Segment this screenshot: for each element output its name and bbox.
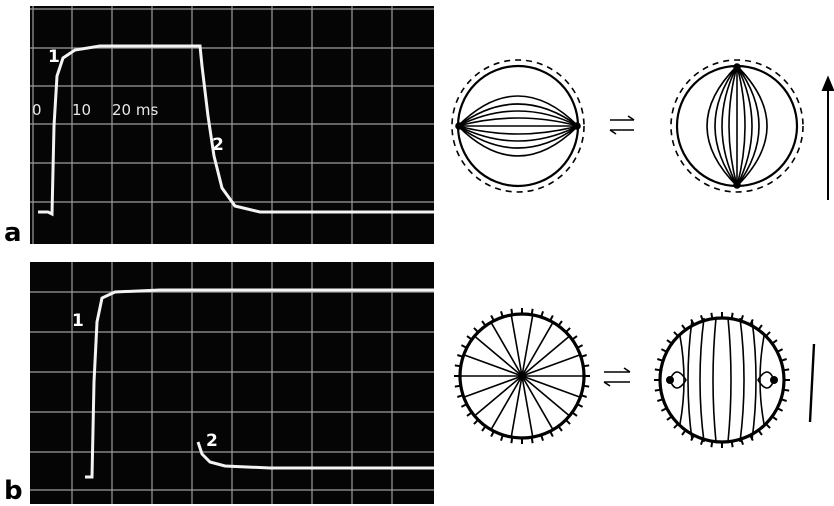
trace-label-2-b: 2 [206,431,218,451]
scope-grid-a [30,6,434,244]
radial-line [464,376,522,397]
droplet-b-right [654,312,790,448]
radial-line [522,336,569,376]
surface-tick [772,416,777,420]
surface-tick [455,386,461,387]
droplet-b-left [454,308,590,444]
surface-tick [766,424,770,428]
surface-tick [783,369,789,370]
surface-tick [583,365,589,366]
surface-tick [511,309,512,315]
surface-tick [732,313,733,319]
surface-tick [461,345,466,348]
surface-tick [655,390,661,391]
droplet-a-left [452,60,584,192]
surface-tick [682,430,686,435]
surface-tick [674,424,678,428]
surface-tick [667,416,672,420]
droplet-a-right [671,60,803,192]
surface-tick [474,328,478,332]
surface-tick [577,345,582,348]
trace-b-decay [198,442,434,468]
surface-tick [783,390,789,391]
surface-tick [467,336,472,340]
trace-label-1-b: 1 [72,311,84,331]
surface-tick [482,321,486,326]
surface-tick [655,369,661,370]
surface-tick [474,420,478,424]
surface-tick [758,430,762,435]
surface-tick [711,313,712,319]
surface-tick [732,441,733,447]
trace-label-1-a: 1 [48,47,60,67]
panel-b-label: b [4,478,23,504]
trace-b [85,290,434,477]
surface-tick [772,340,777,344]
panel-a-label: a [4,220,22,246]
surface-tick [667,340,672,344]
trace-a [38,46,434,214]
surface-tick [766,332,770,336]
surface-tick [558,426,562,431]
surface-tick [532,437,533,443]
radial-line [522,376,569,416]
surface-tick [577,404,582,407]
surface-tick [682,325,686,330]
surface-tick [550,431,553,436]
surface-tick [661,349,666,352]
surface-tick [550,315,553,320]
surface-tick [777,408,782,411]
field-arrow-a [823,78,833,200]
surface-tick [491,431,494,436]
surface-tick [467,412,472,416]
oscilloscope-trace-b: 1 2 [30,262,434,504]
field-line-b [810,344,814,422]
surface-tick [558,321,562,326]
time-marker-20ms: 20 ms [112,101,158,119]
surface-tick [572,412,577,416]
surface-tick [572,336,577,340]
surface-tick [711,441,712,447]
equilibrium-arrows-a [610,116,634,134]
diagram-b [440,300,834,480]
radial-line [475,336,522,376]
surface-tick [482,426,486,431]
surface-tick [491,315,494,320]
surface-tick [511,437,512,443]
surface-tick [566,328,570,332]
surface-tick [758,325,762,330]
trace-label-2-a: 2 [212,135,224,155]
surface-tick [566,420,570,424]
surface-tick [532,309,533,315]
surface-tick [455,365,461,366]
equilibrium-arrows-b [604,368,630,386]
radial-line [522,355,580,376]
surface-tick [674,332,678,336]
diagram-a [440,40,834,250]
radial-line [522,376,580,397]
oscilloscope-trace-a: 1 2 0 10 20 ms [30,6,434,244]
surface-tick [461,404,466,407]
radial-line [475,376,522,416]
time-marker-0: 0 [32,101,42,119]
radial-line [464,355,522,376]
time-marker-10: 10 [72,101,91,119]
surface-tick [661,408,666,411]
surface-tick [777,349,782,352]
surface-tick [583,386,589,387]
